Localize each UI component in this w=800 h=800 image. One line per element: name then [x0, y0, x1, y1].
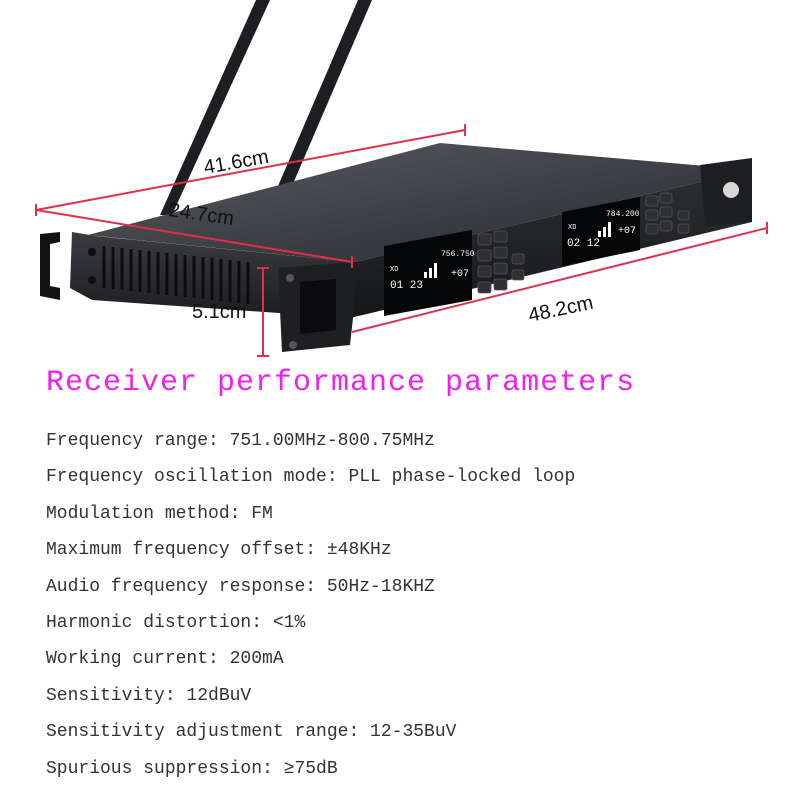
svg-text:+07: +07: [451, 269, 469, 280]
dimension-label-41-6: 41.6cm: [202, 146, 270, 179]
spec-item: Audio frequency response: 50Hz-18KHZ: [46, 576, 435, 597]
dimension-label-48-2: 48.2cm: [526, 292, 595, 327]
svg-text:784.200: 784.200: [606, 210, 640, 219]
display-left: XD 756.750 01 23 +07: [384, 230, 475, 316]
keypad-right: [645, 192, 690, 235]
spec-item: Working current: 200mA: [46, 649, 284, 670]
svg-text:02 12: 02 12: [567, 238, 600, 250]
svg-text:756.750: 756.750: [441, 250, 475, 259]
svg-text:XD: XD: [390, 266, 398, 274]
spec-item: Maximum frequency offset: ±48KHz: [46, 540, 392, 561]
svg-text:01 23: 01 23: [390, 280, 423, 292]
spec-item: Frequency range: 751.00MHz-800.75MHz: [46, 431, 435, 451]
device-top-panel: [88, 143, 752, 262]
dimension-line-5-1: [257, 267, 269, 357]
rear-handle: [40, 232, 60, 300]
dimension-line-48-2: [351, 222, 768, 333]
spec-item: Harmonic distortion: <1%: [46, 612, 306, 633]
spec-item: Sensitivity adjustment range: 12-35BuV: [46, 722, 457, 743]
spec-list: Frequency range: 751.00MHz-800.75MHz Fre…: [46, 427, 575, 791]
keypad-left: [477, 230, 525, 294]
dimension-line-24-7: [35, 209, 353, 268]
spec-item: Spurious suppression: ≥75dB: [46, 758, 338, 779]
receiver-product-photo: XD 756.750 01 23 +07 XD 784.200 02 12 +0…: [35, 0, 768, 357]
svg-text:XD: XD: [568, 224, 576, 232]
spec-title: Receiver performance parameters: [46, 366, 636, 400]
spec-item: Modulation method: FM: [46, 503, 273, 524]
svg-text:+07: +07: [618, 226, 636, 237]
spec-item: Sensitivity: 12dBuV: [46, 685, 252, 706]
spec-item: Frequency oscillation mode: PLL phase-lo…: [46, 467, 576, 488]
dimension-label-5-1: 5.1cm: [192, 301, 246, 323]
display-right: XD 784.200 02 12 +07: [562, 197, 640, 266]
antenna-left: [160, 0, 270, 215]
antenna-right: [272, 0, 372, 200]
